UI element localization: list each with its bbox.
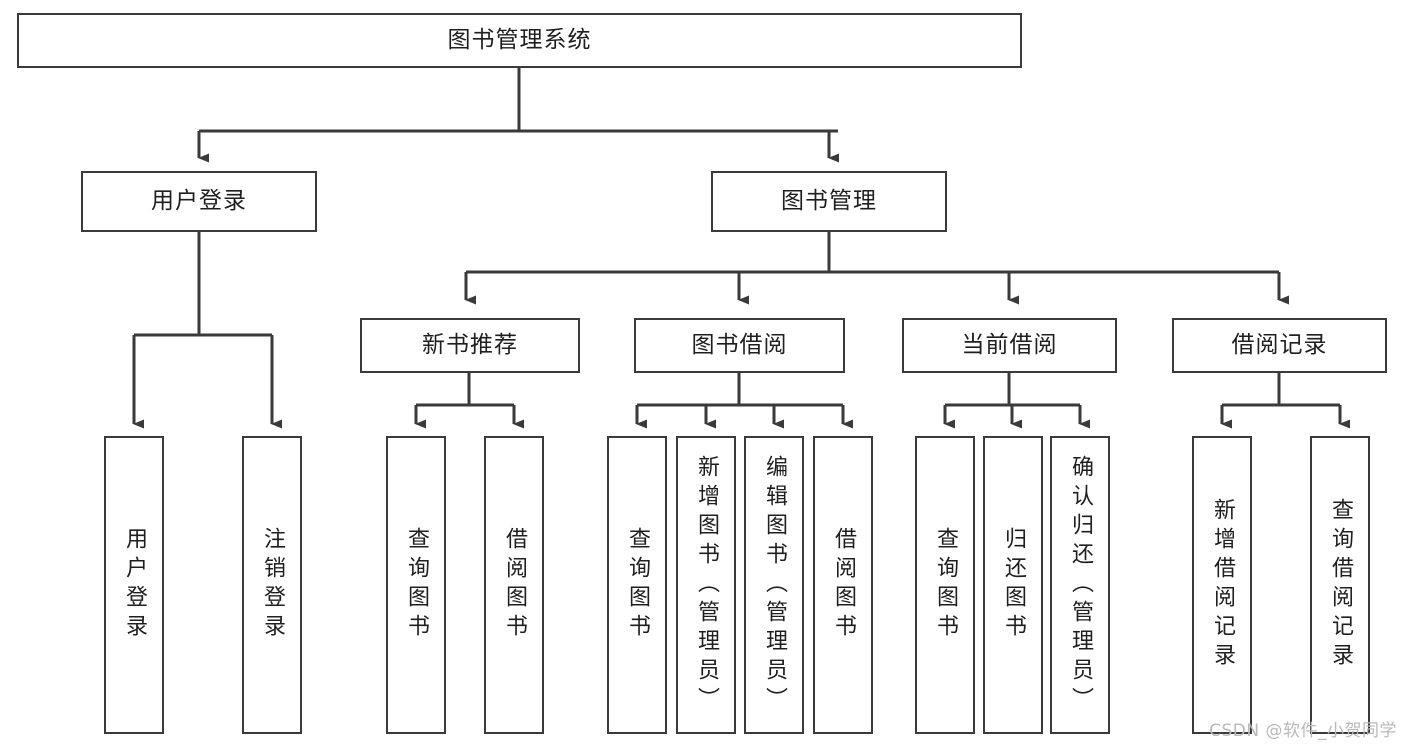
watermark-text: CSDN @软件_小贺同学: [1209, 721, 1397, 741]
node-leaf-confirm-return[interactable]: 确认归还（管理员）: [1050, 436, 1110, 734]
node-leaf-user-login[interactable]: 用户登录: [104, 436, 164, 734]
node-current-borrow-label: 当前借阅: [961, 332, 1058, 359]
node-leaf-query-book-2-label: 查询图书: [625, 527, 650, 643]
node-leaf-borrow-book-1-label: 借阅图书: [502, 527, 527, 643]
node-book-manage-label: 图书管理: [781, 188, 877, 215]
node-leaf-query-book-3[interactable]: 查询图书: [915, 436, 975, 734]
node-leaf-query-book-1-label: 查询图书: [404, 527, 429, 643]
node-leaf-borrow-book-2[interactable]: 借阅图书: [813, 436, 873, 734]
node-leaf-user-login-label: 用户登录: [122, 527, 147, 643]
node-new-book-recommend-label: 新书推荐: [422, 332, 518, 359]
node-current-borrow[interactable]: 当前借阅: [902, 318, 1117, 373]
node-leaf-add-book-label: 新增图书（管理员）: [694, 454, 719, 716]
node-leaf-query-book-3-label: 查询图书: [933, 527, 958, 643]
node-leaf-edit-book[interactable]: 编辑图书（管理员）: [744, 436, 804, 734]
node-leaf-add-record-label: 新增借阅记录: [1210, 498, 1235, 672]
node-user-login-label: 用户登录: [151, 188, 247, 215]
node-leaf-return-book-label: 归还图书: [1001, 527, 1026, 643]
node-leaf-borrow-book-2-label: 借阅图书: [831, 527, 856, 643]
node-leaf-logout-label: 注销登录: [260, 527, 285, 643]
node-leaf-query-book-1[interactable]: 查询图书: [386, 436, 446, 734]
node-user-login[interactable]: 用户登录: [81, 171, 317, 232]
node-root-label: 图书管理系统: [447, 27, 592, 54]
node-leaf-query-book-2[interactable]: 查询图书: [607, 436, 667, 734]
node-leaf-edit-book-label: 编辑图书（管理员）: [762, 454, 787, 716]
node-leaf-query-record[interactable]: 查询借阅记录: [1310, 436, 1370, 734]
node-leaf-add-record[interactable]: 新增借阅记录: [1192, 436, 1252, 734]
node-leaf-query-record-label: 查询借阅记录: [1328, 498, 1353, 672]
node-leaf-logout[interactable]: 注销登录: [242, 436, 302, 734]
node-book-borrow[interactable]: 图书借阅: [634, 318, 845, 373]
node-borrow-record[interactable]: 借阅记录: [1172, 318, 1387, 373]
node-book-borrow-label: 图书借阅: [691, 332, 788, 359]
node-book-manage[interactable]: 图书管理: [711, 171, 947, 232]
node-borrow-record-label: 借阅记录: [1231, 332, 1328, 359]
node-leaf-return-book[interactable]: 归还图书: [983, 436, 1043, 734]
node-leaf-confirm-return-label: 确认归还（管理员）: [1068, 454, 1093, 716]
node-new-book-recommend[interactable]: 新书推荐: [360, 318, 580, 373]
node-leaf-add-book[interactable]: 新增图书（管理员）: [676, 436, 736, 734]
node-root[interactable]: 图书管理系统: [17, 13, 1022, 68]
node-leaf-borrow-book-1[interactable]: 借阅图书: [484, 436, 544, 734]
